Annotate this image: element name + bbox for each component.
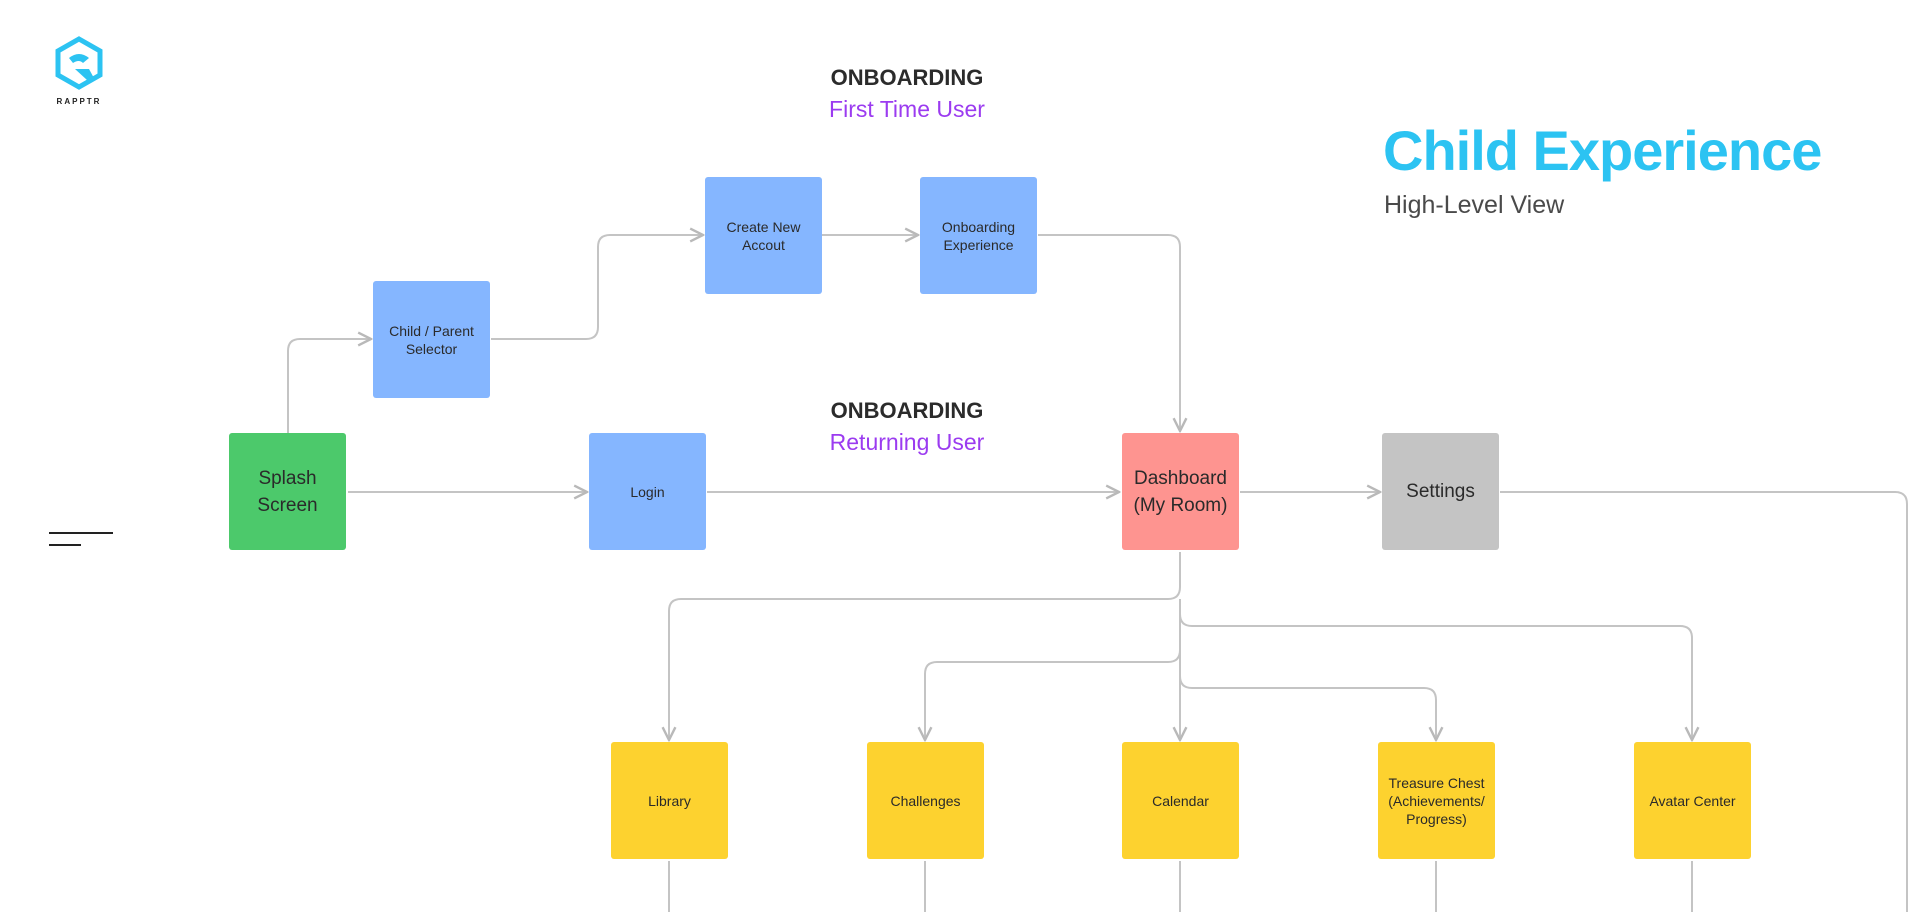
page-title: Child Experience [1383, 119, 1822, 182]
section-first-time: ONBOARDING First Time User [707, 64, 1107, 126]
rapptr-hexagon-logo-icon [55, 36, 103, 90]
node-label: Progress) [1406, 810, 1467, 827]
section-returning: ONBOARDING Returning User [707, 397, 1107, 459]
node-label: Selector [405, 340, 458, 357]
node-settings[interactable]: Settings [1382, 433, 1499, 550]
logo-label: RAPPTR [56, 97, 102, 106]
node-challenges[interactable]: Challenges [867, 742, 984, 859]
node-label: Treasure Chest [1388, 774, 1485, 791]
node-label: Onboarding [941, 218, 1016, 235]
section-subheading: Returning User [829, 429, 985, 455]
node-avatar-center[interactable]: Avatar Center [1634, 742, 1751, 859]
node-library[interactable]: Library [611, 742, 728, 859]
section-subheading: First Time User [829, 96, 985, 122]
node-label: Challenges [890, 792, 961, 809]
node-dashboard[interactable]: Dashboard (My Room) [1122, 433, 1239, 550]
page-subtitle: High-Level View [1384, 191, 1565, 219]
node-label: Avatar Center [1649, 792, 1736, 809]
node-login[interactable]: Login [589, 433, 706, 550]
node-label: Login [630, 483, 665, 500]
connector-dashboard-avatar [1179, 599, 1692, 740]
connector-dashboard-challenges [925, 599, 1181, 740]
node-label: (Achievements/ [1388, 792, 1485, 809]
node-label: Child / Parent [389, 322, 474, 339]
connector-settings-right [1500, 491, 1908, 912]
connector-dashboard-treasure [1179, 650, 1436, 740]
node-label: Calendar [1152, 792, 1209, 809]
node-label: Dashboard [1134, 467, 1227, 489]
section-heading: ONBOARDING [830, 398, 984, 423]
connector-dashboard-library [669, 552, 1181, 740]
node-label: (My Room) [1133, 494, 1228, 516]
node-label: Library [648, 792, 691, 809]
connector-splash-selector [287, 339, 371, 433]
connector-selector-create [491, 235, 703, 340]
connector-onboarding-dashboard [1038, 234, 1180, 431]
node-treasure-chest[interactable]: Treasure Chest(Achievements/Progress) [1378, 742, 1495, 859]
node-label: Experience [943, 236, 1014, 253]
node-label: Accout [742, 236, 785, 253]
section-heading: ONBOARDING [830, 65, 984, 90]
rapptr-logo[interactable]: RAPPTR [46, 36, 112, 106]
node-calendar[interactable]: Calendar [1122, 742, 1239, 859]
node-label: Screen [257, 494, 318, 516]
menu-lines-icon[interactable] [48, 528, 114, 550]
node-label: Create New [726, 218, 801, 235]
node-label: Settings [1406, 481, 1475, 502]
node-label: Splash [258, 467, 317, 489]
